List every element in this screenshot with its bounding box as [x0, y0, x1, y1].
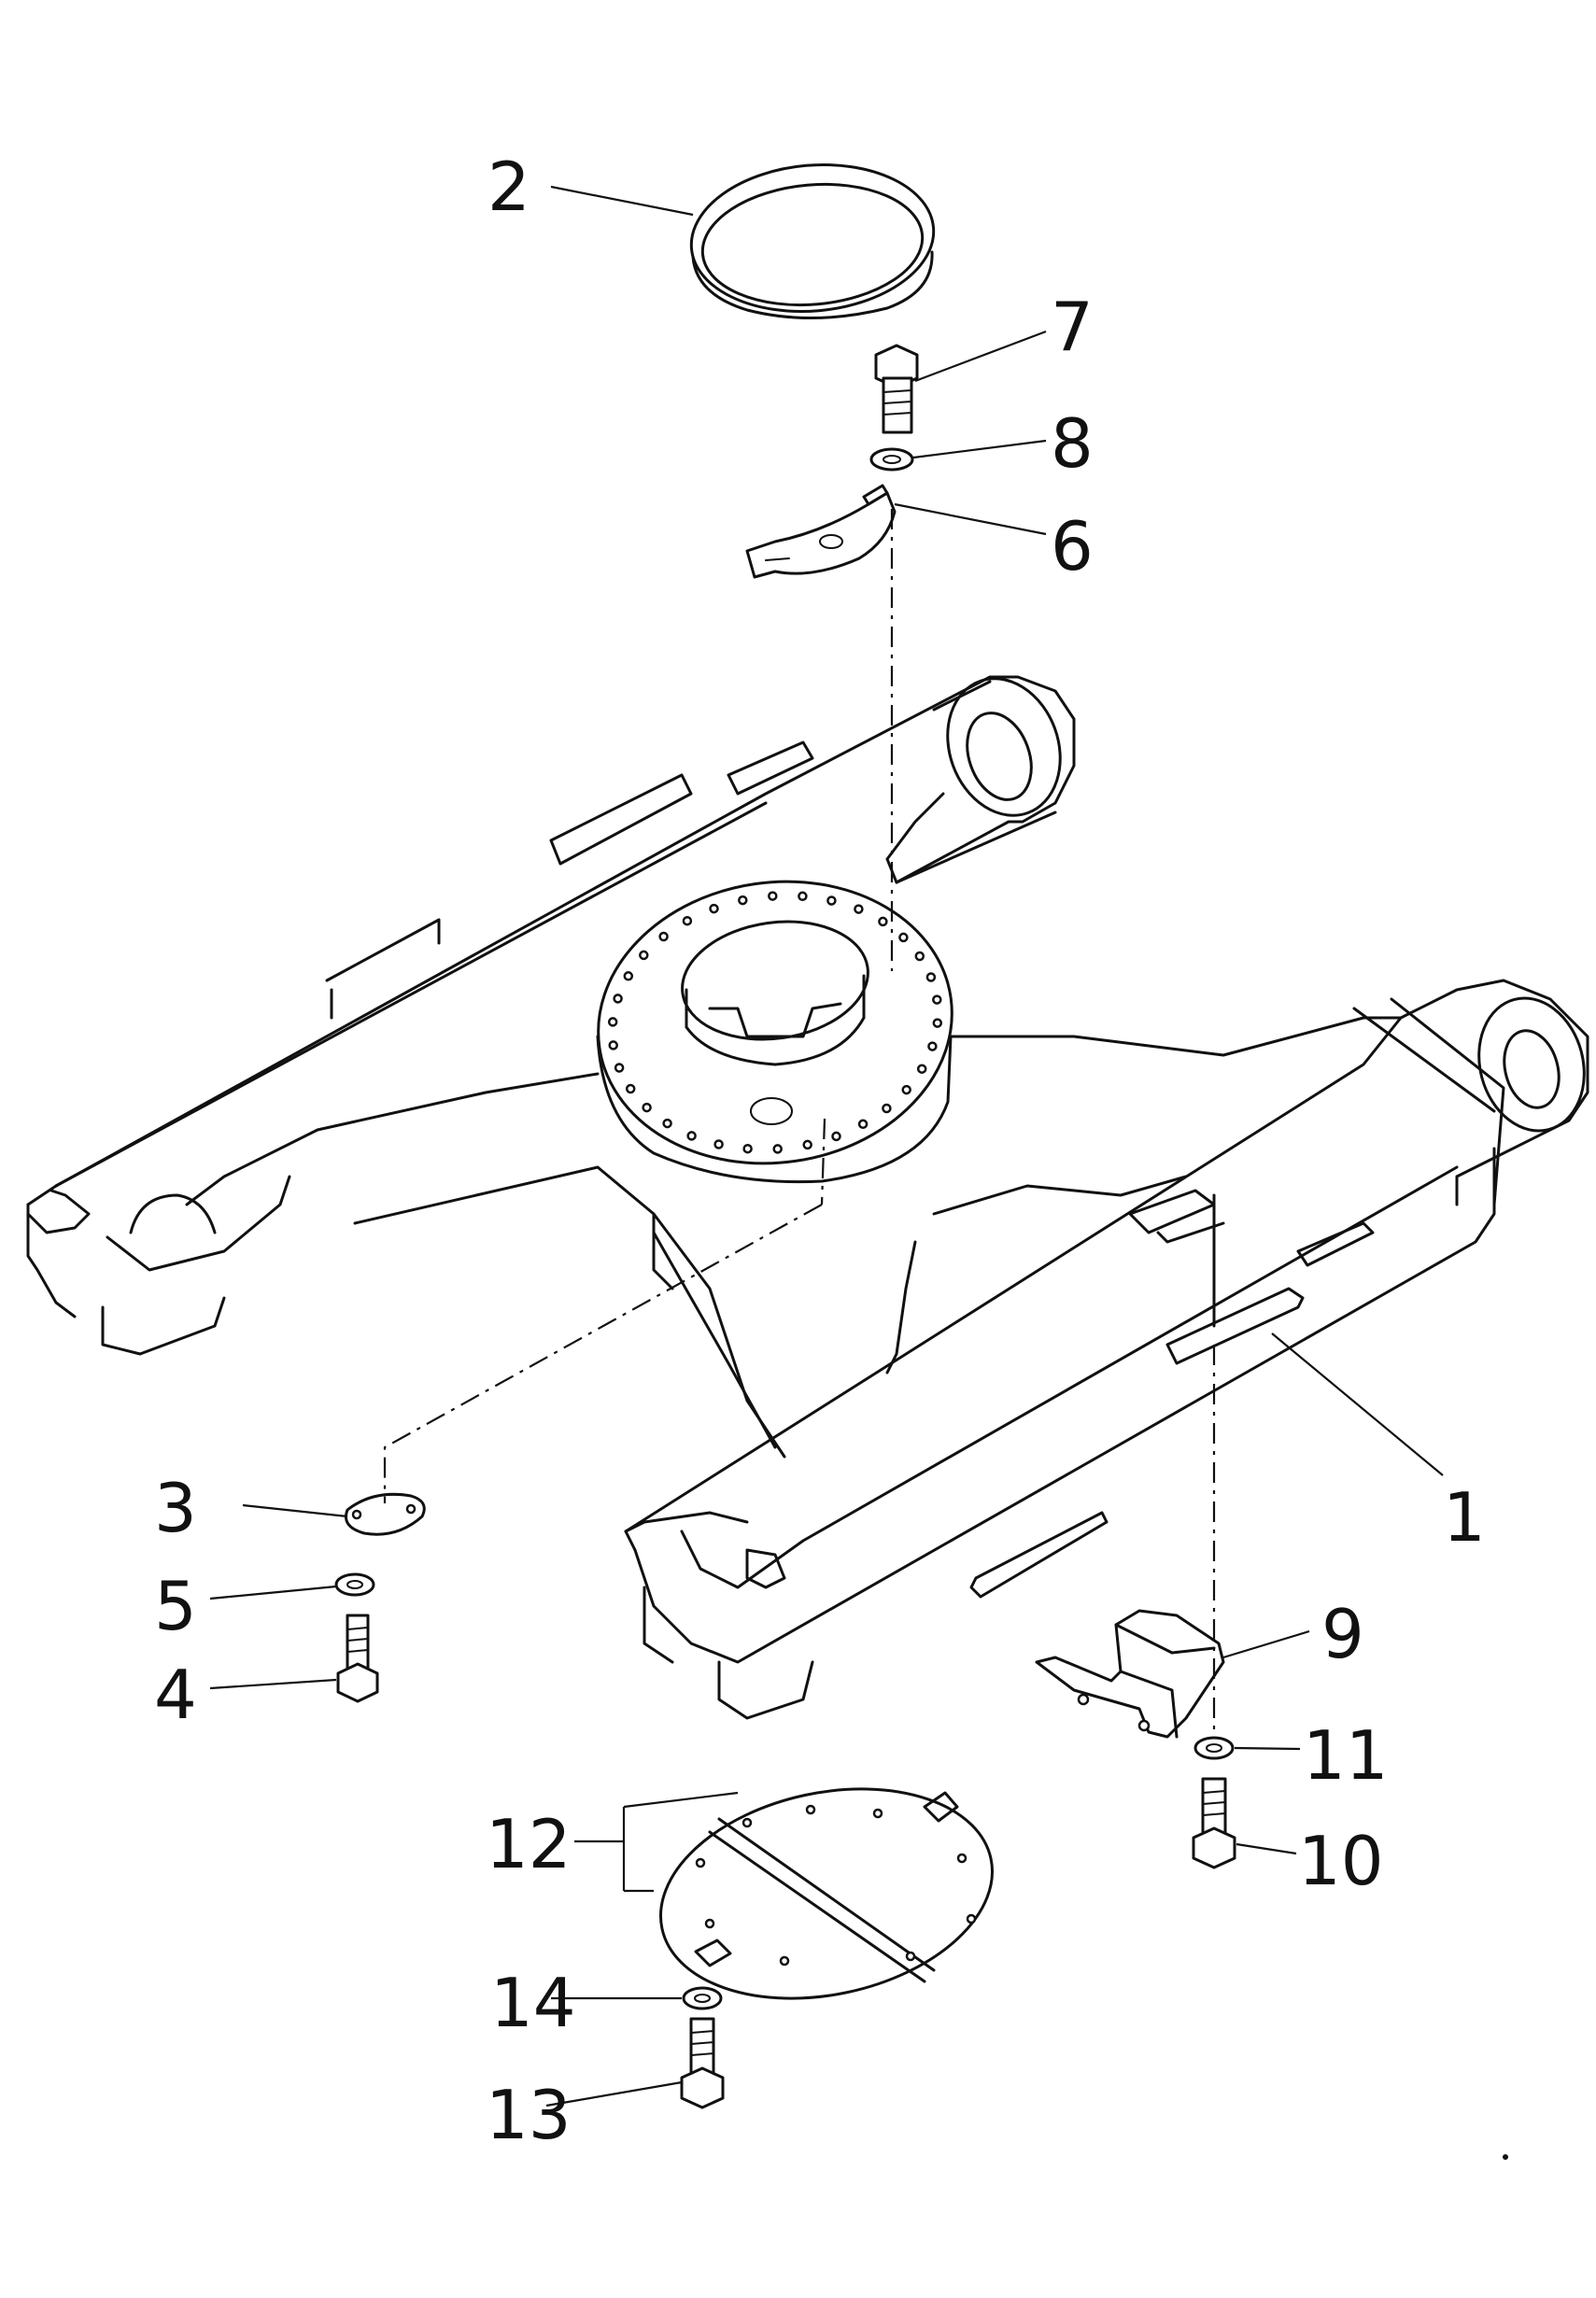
callout-2: 2	[487, 148, 530, 226]
part-bracket-top	[745, 484, 897, 579]
callout-3: 3	[154, 1469, 197, 1547]
bolt-hole	[768, 891, 778, 901]
bolt-hole	[882, 1103, 892, 1114]
bolt-hole	[639, 950, 649, 961]
callout-14: 14	[490, 1964, 576, 2042]
callout-1: 1	[1443, 1478, 1486, 1557]
bolt-hole	[642, 1102, 652, 1113]
callout-6: 6	[1051, 507, 1094, 585]
bolt-hole	[662, 1118, 672, 1129]
callout-13: 13	[486, 2076, 572, 2154]
part-bracket-right	[1035, 1609, 1225, 1739]
part-bolt-top	[874, 344, 919, 434]
bolt-hole	[623, 971, 634, 981]
bolt-hole	[826, 895, 837, 906]
part-washer-bottom	[682, 1986, 723, 2010]
part-washer-left	[334, 1572, 375, 1597]
callout-12: 12	[486, 1805, 572, 1883]
bolt-hole	[898, 932, 909, 943]
callout-11: 11	[1303, 1716, 1389, 1795]
bolt-hole	[709, 903, 719, 914]
part-main-frame	[26, 675, 1589, 1720]
bolt-hole	[798, 891, 808, 902]
part-bolt-left	[336, 1614, 379, 1703]
bolt-hole	[625, 1083, 636, 1094]
leader-lines	[209, 185, 1444, 2108]
part-disc-cover	[659, 1787, 994, 2000]
callout-5: 5	[154, 1567, 197, 1645]
bolt-hole	[878, 916, 888, 927]
bolt-hole	[686, 1131, 697, 1141]
callout-numbers: 2 7 8 6 1 3 5 4 9 11 10 12 14 13	[154, 148, 1486, 2154]
bolt-hole	[742, 1143, 753, 1154]
assembly-center-lines	[383, 509, 1216, 1739]
callout-10: 10	[1298, 1822, 1384, 1900]
bolt-hole	[925, 972, 937, 982]
callout-8: 8	[1051, 404, 1094, 483]
part-bolt-bottom	[680, 2017, 725, 2109]
bolt-hole	[932, 994, 942, 1005]
bolt-hole	[613, 994, 623, 1004]
bolt-hole	[772, 1144, 783, 1154]
callout-4: 4	[154, 1656, 197, 1734]
bolt-hole	[607, 1017, 618, 1027]
bolt-hole	[658, 931, 669, 942]
bolt-hole	[932, 1018, 943, 1028]
callout-9: 9	[1321, 1595, 1364, 1673]
bolt-hole	[831, 1131, 841, 1142]
part-washer-right	[1193, 1736, 1235, 1760]
bolt-hole	[682, 915, 693, 926]
bolt-hole	[916, 1064, 927, 1074]
part-bolt-right	[1192, 1777, 1236, 1869]
part-cover-plate	[345, 1492, 426, 1536]
bolt-hole	[802, 1139, 812, 1150]
bolt-hole	[713, 1139, 724, 1149]
bolt-hole	[927, 1041, 938, 1051]
bolt-hole	[914, 951, 925, 962]
bolt-hole	[738, 895, 748, 906]
part-washer-top	[869, 447, 914, 472]
bolt-hole	[854, 904, 864, 914]
turntable-bolt-holes	[607, 891, 943, 1154]
bolt-hole	[857, 1119, 869, 1130]
bolt-hole	[614, 1063, 625, 1073]
part-ring	[689, 162, 936, 320]
stray-dot	[1503, 2154, 1508, 2160]
callout-7: 7	[1051, 288, 1094, 366]
bolt-hole	[901, 1084, 911, 1095]
bolt-hole	[608, 1040, 618, 1050]
